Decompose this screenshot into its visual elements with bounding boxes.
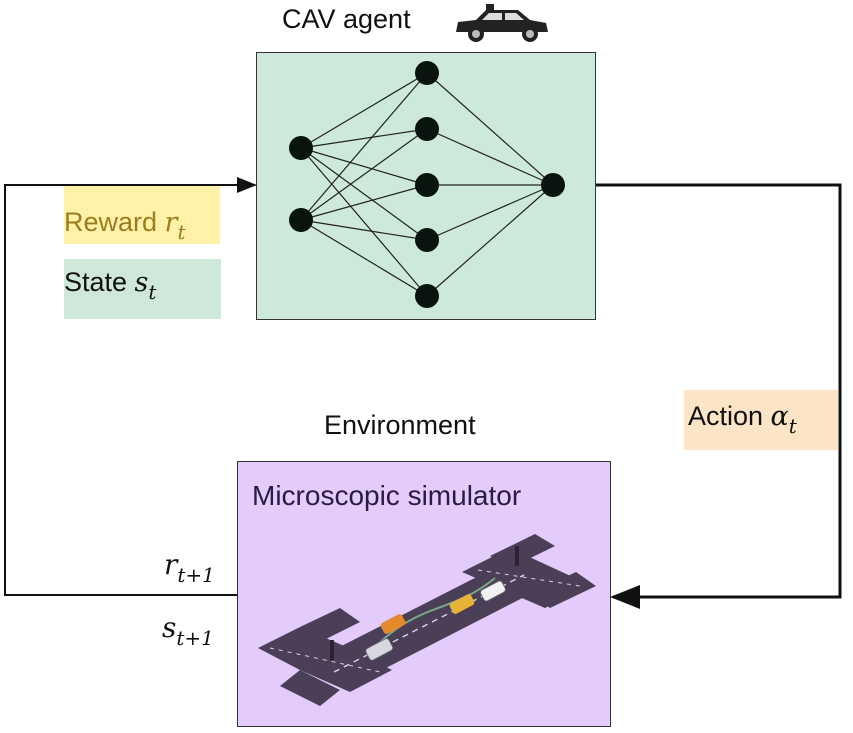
state-highlight: [64, 259, 221, 319]
hidden-node: [415, 284, 439, 308]
environment-label: Environment: [324, 410, 476, 440]
hidden-node: [415, 228, 439, 252]
reward-highlight: [64, 184, 220, 244]
next-state-label: st+1: [162, 611, 214, 650]
state-label: State st: [64, 267, 157, 304]
agent-title: CAV agent: [282, 4, 411, 34]
output-node: [541, 173, 565, 197]
network-edges: [300, 72, 554, 297]
next-reward-label: rt+1: [164, 548, 215, 587]
input-node: [289, 208, 313, 232]
vehicle-grey: [365, 638, 394, 661]
reward-label: Reward rt: [64, 207, 186, 244]
action-highlight: [684, 390, 838, 450]
network-nodes: [289, 61, 565, 308]
vehicle-white: [480, 580, 506, 602]
input-node: [289, 136, 313, 160]
vehicle-yellow: [449, 594, 475, 614]
vehicle-orange: [380, 614, 406, 634]
feedback-arrow: [4, 177, 257, 596]
hidden-node: [415, 117, 439, 141]
action-label: Action αt: [688, 401, 797, 438]
hidden-node: [415, 173, 439, 197]
simulator-title: Microscopic simulator: [252, 480, 522, 511]
car-icon: [456, 4, 548, 42]
road-illustration: [258, 534, 596, 706]
action-arrow: [596, 183, 842, 609]
hidden-node: [415, 61, 439, 85]
